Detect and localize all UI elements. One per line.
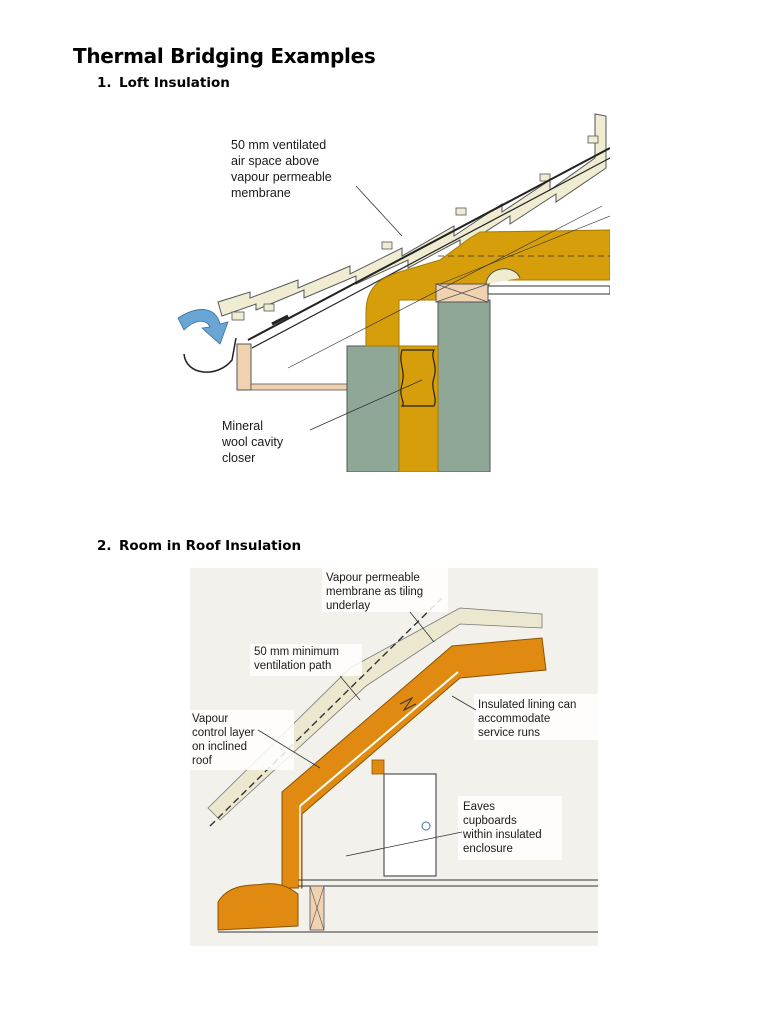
callout-vapour-control-layer: Vapour control layer on inclined roof (190, 710, 321, 770)
wall-plate (435, 283, 489, 303)
svg-text:cupboards: cupboards (463, 815, 517, 827)
outer-masonry-leaf (346, 345, 400, 473)
roof-tiles (217, 113, 607, 321)
svg-text:within insulated: within insulated (462, 829, 542, 841)
callout-eaves-cupboards: Eaves cupboards within insulated enclosu… (345, 796, 562, 860)
section-heading-text: Loft Insulation (119, 75, 230, 91)
vapour-control-layer (299, 671, 459, 807)
batten (371, 759, 385, 775)
svg-text:underlay: underlay (326, 600, 370, 612)
section-heading-text: Room in Roof Insulation (119, 538, 302, 554)
svg-text:Eaves: Eaves (463, 801, 495, 813)
svg-text:closer: closer (222, 451, 255, 465)
section-heading-room-in-roof: 2. Room in Roof Insulation (97, 538, 301, 554)
eaves-cupboard (383, 773, 437, 877)
svg-text:air space above: air space above (231, 154, 319, 168)
svg-text:membrane as tiling: membrane as tiling (326, 586, 423, 598)
ventilation-arrow-icon (177, 309, 229, 345)
ventilation-gap-icon (399, 696, 417, 712)
svg-text:wool cavity: wool cavity (221, 435, 284, 449)
timber-stud (309, 885, 325, 931)
cupboard-knob-icon (421, 821, 431, 831)
floor-insulation (217, 883, 299, 931)
svg-text:50 mm ventilated: 50 mm ventilated (231, 138, 326, 152)
page-title: Thermal Bridging Examples (73, 44, 376, 68)
callout-mineral-wool-cavity-closer: Mineral wool cavity closer (221, 379, 423, 465)
svg-text:on inclined: on inclined (192, 741, 247, 753)
fascia-board (236, 343, 252, 391)
loft-insulation-diagram: 50 mm ventilated air space above vapour … (170, 108, 611, 473)
svg-text:roof: roof (192, 755, 213, 767)
svg-text:control layer: control layer (192, 727, 255, 739)
roof-tiles (207, 597, 543, 827)
section-number: 2. (97, 538, 112, 554)
soffit (250, 383, 348, 391)
callout-insulated-lining: Insulated lining can accommodate service… (451, 694, 598, 740)
svg-text:ventilation path: ventilation path (254, 660, 331, 672)
mineral-wool-cavity-closer (400, 349, 436, 407)
svg-text:membrane: membrane (231, 186, 291, 200)
guide-line (439, 215, 611, 285)
svg-text:service runs: service runs (478, 727, 540, 739)
ceiling-board (487, 285, 611, 295)
svg-text:Insulated lining can: Insulated lining can (478, 699, 576, 711)
section-heading-loft-insulation: 1. Loft Insulation (97, 75, 230, 91)
room-in-roof-diagram: Vapour permeable membrane as tiling unde… (190, 568, 598, 946)
guide-line (287, 205, 603, 369)
gutter (183, 337, 237, 373)
inner-masonry-leaf (437, 299, 491, 473)
svg-text:vapour permeable: vapour permeable (231, 170, 332, 184)
svg-text:enclosure: enclosure (463, 843, 513, 855)
ceiling-joist (485, 268, 521, 285)
callout-ventilation-path: 50 mm minimum ventilation path (250, 644, 362, 701)
section-number: 1. (97, 75, 112, 91)
svg-text:50 mm minimum: 50 mm minimum (254, 646, 339, 658)
svg-text:Vapour permeable: Vapour permeable (326, 572, 420, 584)
svg-text:accommodate: accommodate (478, 713, 550, 725)
callout-vapour-permeable-membrane: Vapour permeable membrane as tiling unde… (322, 568, 448, 643)
svg-text:Vapour: Vapour (192, 713, 228, 725)
svg-text:Mineral: Mineral (222, 419, 263, 433)
roof-membrane (247, 147, 611, 349)
callout-ventilated-air-space: 50 mm ventilated air space above vapour … (231, 138, 403, 237)
